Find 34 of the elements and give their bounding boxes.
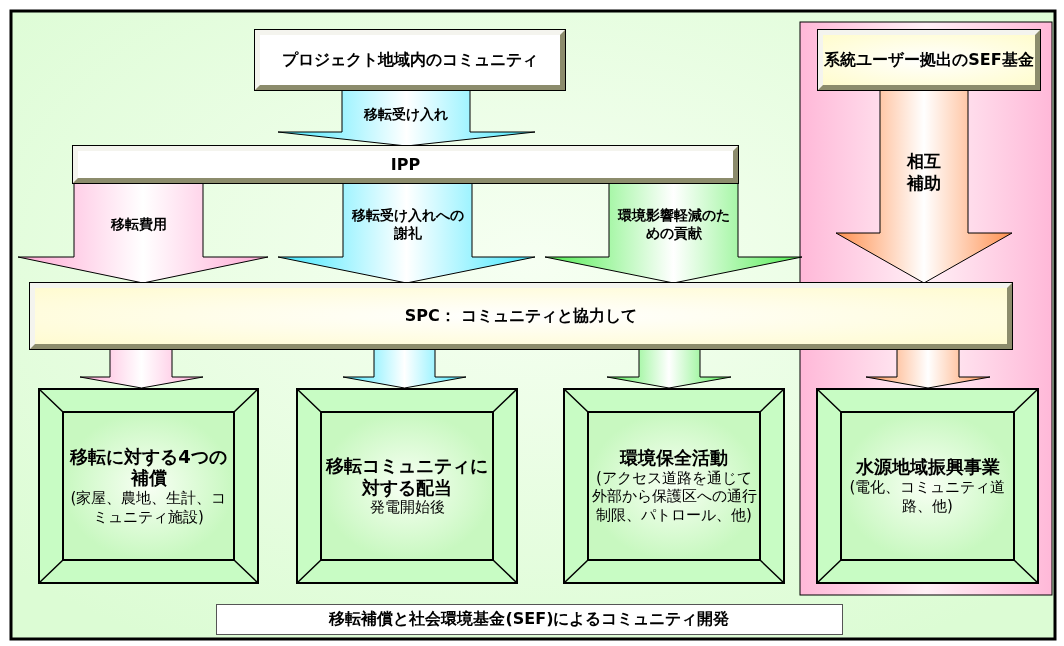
edge-label: 移転費用 [109, 214, 168, 234]
body-text: (家屋、農地、生計、コミュニティ施設) [69, 488, 228, 527]
block-arrow [544, 182, 803, 284]
block-arrow [342, 348, 467, 389]
raised-box [255, 30, 565, 90]
raised-box [30, 283, 1012, 349]
block-arrow [79, 348, 204, 389]
heading-text: 環境保全活動 [620, 447, 728, 469]
edge-label: 環境影響軽減のための貢献 [616, 205, 731, 243]
box-label: プロジェクト地域内のコミュニティ [282, 50, 538, 70]
beveled-box [816, 388, 1039, 584]
heading-text: 水源地域振興事業 [855, 456, 1000, 479]
edge-label: 相互補助 [905, 149, 942, 195]
block-arrow [865, 348, 991, 389]
body-text: (電化、コミュニティ道路、他) [848, 478, 1007, 516]
raised-box [818, 30, 1040, 90]
heading-text: 移転コミュニティに対する配当 [324, 455, 489, 499]
block-arrow [606, 348, 732, 389]
beveled-box [38, 388, 259, 584]
caption: 移転補償と社会環境基金(SEF)によるコミュニティ開発 [216, 604, 843, 635]
block-arrow [277, 182, 536, 284]
edge-label: 移転受け入れへの謝礼 [350, 205, 465, 243]
body-text: (アクセス道路を通じて外部から保護区への通行制限、パトロール、他) [590, 468, 758, 525]
box-label: 系統ユーザー拠出のSEF基金 [824, 50, 1034, 70]
edge-label: 移転受け入れ [362, 104, 449, 124]
body-text: 発電開始後 [369, 498, 445, 517]
box-label: IPP [390, 154, 421, 175]
beveled-box [296, 388, 518, 584]
beveled-box [563, 388, 785, 584]
block-arrow [835, 89, 1013, 284]
heading-text: 移転に対する4つの補償 [68, 445, 228, 489]
box-label: SPC： コミュニティと協力して [404, 306, 638, 326]
block-arrow [17, 182, 269, 284]
raised-box [73, 146, 738, 183]
